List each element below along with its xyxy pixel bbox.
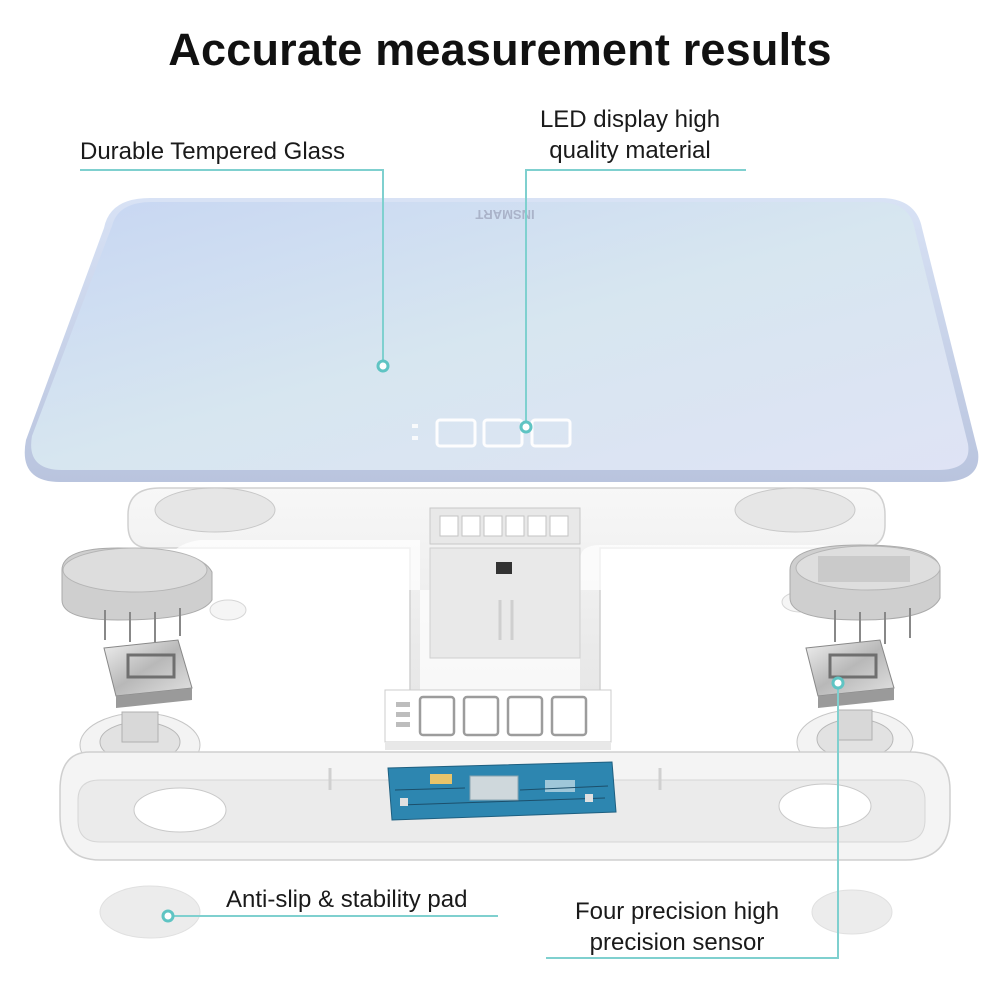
label-led-line1: LED display high xyxy=(539,106,721,133)
right-load-cell xyxy=(805,639,895,708)
label-led-display: LED display high quality material xyxy=(510,104,750,166)
label-led-line2: quality material xyxy=(549,137,711,164)
glass-led-display xyxy=(412,418,572,448)
glass-plate: INSMART xyxy=(24,198,979,482)
right-sensor-cap xyxy=(789,544,941,644)
upper-housing xyxy=(127,487,886,741)
callout-glass xyxy=(80,169,390,373)
right-anti-slip-pad xyxy=(811,889,893,935)
left-sensor-cap xyxy=(61,547,213,642)
label-precision-sensor: Four precision high precision sensor xyxy=(548,896,806,958)
led-digit-module xyxy=(384,689,612,750)
callout-sensor xyxy=(546,676,845,959)
label-tempered-glass: Durable Tempered Glass xyxy=(80,138,346,165)
left-load-cell xyxy=(103,639,193,708)
callout-led xyxy=(519,169,746,434)
brand-logo-text: INSMART xyxy=(475,207,534,222)
circuit-board xyxy=(387,761,617,821)
label-sensor-line1: Four precision high xyxy=(574,898,780,925)
label-sensor-line2: precision sensor xyxy=(589,929,765,956)
callout-pad xyxy=(161,909,498,923)
label-anti-slip-pad: Anti-slip & stability pad xyxy=(226,886,468,913)
page-title: Accurate measurement results xyxy=(168,24,832,75)
left-anti-slip-pad xyxy=(99,885,201,939)
